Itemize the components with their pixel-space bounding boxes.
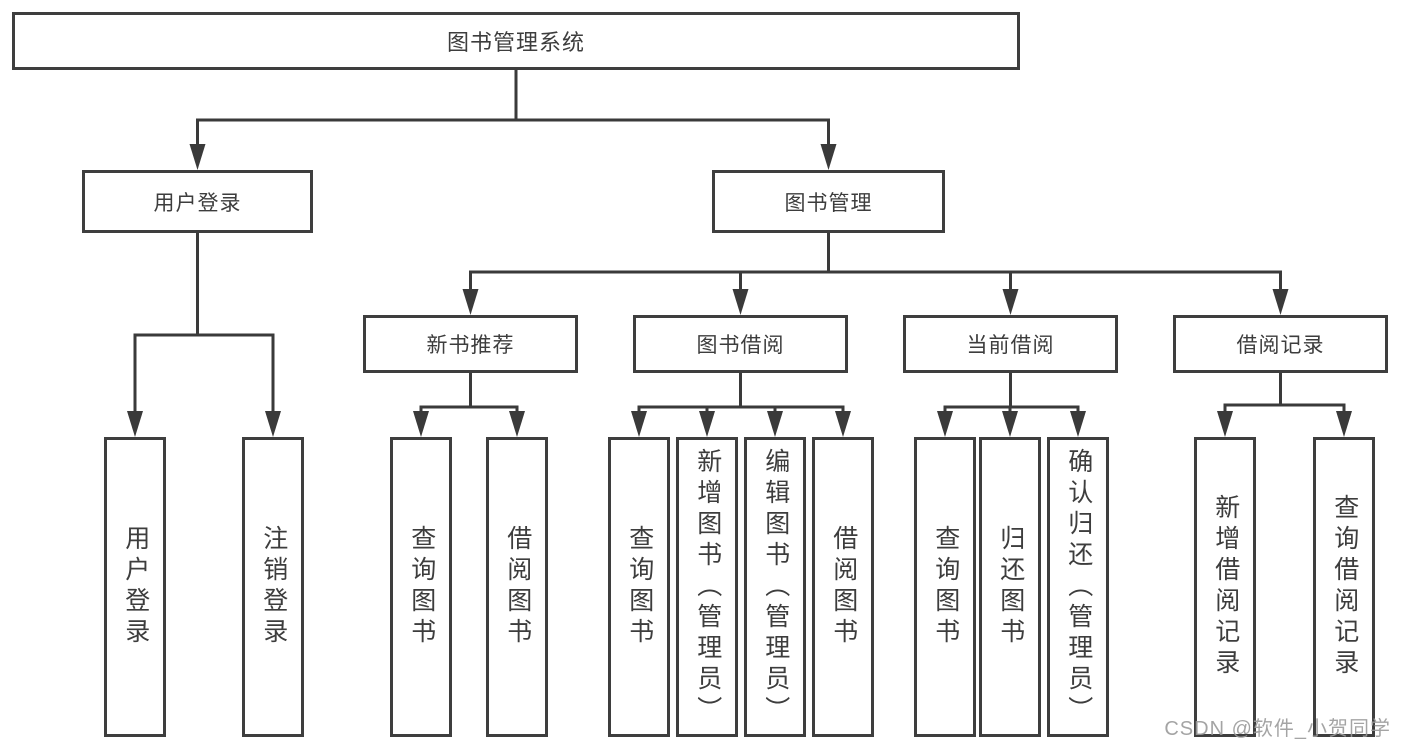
- node-label: 图书借阅: [696, 334, 785, 357]
- node-new-book-recommend: 新书推荐: [363, 315, 578, 373]
- arrowhead: [413, 411, 429, 437]
- arrowhead: [462, 289, 479, 315]
- connector-newrec-to-leaves: [419, 373, 519, 416]
- connector-login-to-leaves: [133, 233, 275, 416]
- leaf-add-books-admin: 新增图书（管理员）: [676, 437, 738, 737]
- arrowhead: [631, 411, 647, 437]
- leaf-query-books: 查询图书: [608, 437, 670, 737]
- arrowhead: [1002, 289, 1019, 315]
- node-label: 查询图书: [625, 525, 654, 649]
- node-label: 查询图书: [931, 525, 960, 649]
- node-borrow-records: 借阅记录: [1173, 315, 1388, 373]
- connector-current-to-leaves: [943, 373, 1080, 416]
- arrowhead: [1217, 411, 1233, 437]
- leaf-query-books: 查询图书: [390, 437, 452, 737]
- leaf-return-books: 归还图书: [979, 437, 1041, 737]
- arrowhead: [189, 144, 206, 170]
- node-label: 图书管理: [784, 191, 873, 215]
- arrowhead: [265, 411, 281, 437]
- node-label: 查询图书: [407, 525, 436, 649]
- arrowhead: [1336, 411, 1352, 437]
- node-label: 确认归还（管理员）: [1064, 447, 1093, 727]
- arrowhead: [767, 411, 783, 437]
- node-label: 用户登录: [121, 525, 150, 649]
- leaf-confirm-return-admin: 确认归还（管理员）: [1047, 437, 1109, 737]
- connector-borrow-to-leaves: [637, 373, 845, 416]
- leaf-edit-books-admin: 编辑图书（管理员）: [744, 437, 806, 737]
- arrowhead: [127, 411, 143, 437]
- leaf-user-login: 用户登录: [104, 437, 166, 737]
- arrowhead: [1070, 411, 1086, 437]
- node-label: 新增图书（管理员）: [693, 447, 722, 727]
- node-label: 用户登录: [153, 191, 242, 215]
- arrowhead: [1272, 289, 1289, 315]
- arrowhead: [1002, 411, 1018, 437]
- node-label: 归还图书: [996, 525, 1025, 649]
- connector-mgmt-to-level3: [469, 233, 1282, 295]
- leaf-borrow-books: 借阅图书: [812, 437, 874, 737]
- node-label: 注销登录: [259, 525, 288, 649]
- node-label: 借阅记录: [1236, 334, 1325, 357]
- node-book-borrowing: 图书借阅: [633, 315, 848, 373]
- arrowhead: [937, 411, 953, 437]
- arrowhead: [820, 144, 837, 170]
- connector-records-to-leaves: [1223, 373, 1346, 416]
- csdn-watermark: CSDN @软件_小贺同学: [1164, 718, 1391, 740]
- leaf-add-borrow-record: 新增借阅记录: [1194, 437, 1256, 737]
- node-label: 查询借阅记录: [1330, 494, 1359, 680]
- connector-root-to-level2: [196, 70, 830, 150]
- leaf-borrow-books: 借阅图书: [486, 437, 548, 737]
- leaf-logout: 注销登录: [242, 437, 304, 737]
- arrowhead: [732, 289, 749, 315]
- node-book-management: 图书管理: [712, 170, 945, 233]
- arrowhead: [835, 411, 851, 437]
- node-label: 编辑图书（管理员）: [761, 447, 790, 727]
- node-label: 新书推荐: [426, 334, 515, 357]
- leaf-query-books: 查询图书: [914, 437, 976, 737]
- node-current-borrowing: 当前借阅: [903, 315, 1118, 373]
- node-user-login: 用户登录: [82, 170, 313, 233]
- node-label: 新增借阅记录: [1211, 494, 1240, 680]
- node-system-root: 图书管理系统: [12, 12, 1020, 70]
- node-label: 借阅图书: [829, 525, 858, 649]
- node-label: 借阅图书: [503, 525, 532, 649]
- leaf-query-borrow-record: 查询借阅记录: [1313, 437, 1375, 737]
- node-label: 图书管理系统: [446, 30, 585, 55]
- node-label: 当前借阅: [966, 334, 1055, 357]
- arrowhead: [699, 411, 715, 437]
- arrowhead: [509, 411, 525, 437]
